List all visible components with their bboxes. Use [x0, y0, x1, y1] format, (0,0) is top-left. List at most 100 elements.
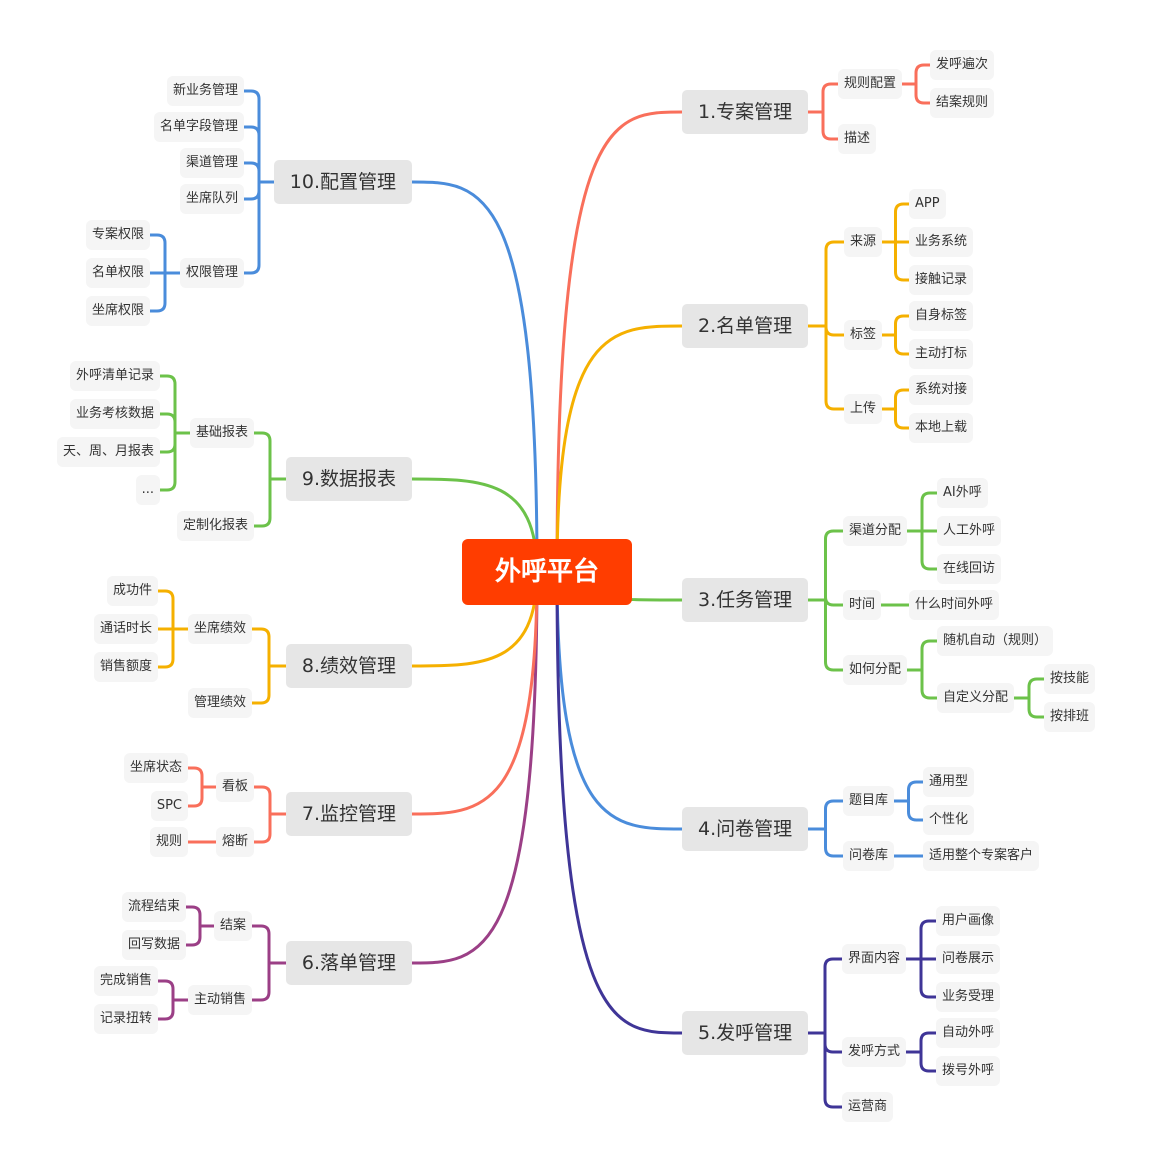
subtopic[interactable]: 基础报表 [189, 418, 254, 448]
connector-line [904, 1031, 938, 1054]
branch-topic[interactable]: 4.问卷管理 [682, 807, 809, 851]
subtopic[interactable]: 渠道分配 [843, 516, 908, 546]
connector-line [892, 780, 925, 803]
subtopic[interactable]: 完成销售 [93, 966, 158, 996]
subtopic[interactable]: 流程结束 [121, 892, 186, 922]
connector-line [892, 799, 925, 822]
subtopic[interactable]: 如何分配 [843, 655, 908, 685]
subtopic[interactable]: 发呼遍次 [930, 50, 995, 80]
subtopic[interactable]: 规则 [149, 827, 188, 857]
subtopic[interactable]: 用户画像 [936, 906, 1001, 936]
connector-line [158, 431, 192, 492]
subtopic[interactable]: 问卷库 [843, 841, 895, 871]
subtopic[interactable]: 时间 [843, 590, 882, 620]
subtopic[interactable]: ... [135, 475, 160, 505]
subtopic[interactable]: 结案 [213, 911, 252, 941]
branch-curve [555, 324, 684, 574]
subtopic[interactable]: 运营商 [842, 1092, 894, 1122]
branch-topic[interactable]: 6.落单管理 [285, 941, 412, 985]
subtopic[interactable]: 标签 [844, 320, 883, 350]
subtopic[interactable]: 在线回访 [937, 554, 1002, 584]
subtopic[interactable]: 业务系统 [909, 227, 974, 257]
connector-line [252, 477, 288, 528]
connector-line [1012, 677, 1046, 700]
subtopic[interactable]: 坐席绩效 [187, 614, 252, 644]
connector-line [880, 240, 911, 282]
subtopic[interactable]: 个性化 [923, 805, 975, 835]
connector-line [186, 785, 218, 808]
subtopic[interactable]: 自身标签 [909, 301, 974, 331]
branch-topic[interactable]: 3.任务管理 [682, 578, 809, 622]
subtopic[interactable]: SPC [150, 791, 188, 821]
connector-line [242, 125, 276, 184]
branch-topic[interactable]: 2.名单管理 [682, 304, 809, 348]
subtopic[interactable]: 发呼方式 [842, 1037, 907, 1067]
subtopic[interactable]: 成功件 [106, 576, 158, 606]
subtopic[interactable]: 主动打标 [909, 339, 974, 369]
subtopic[interactable]: 自定义分配 [937, 683, 1015, 713]
connector-line [148, 233, 182, 275]
subtopic[interactable]: 主动销售 [187, 985, 252, 1015]
branch-topic[interactable]: 10.配置管理 [273, 160, 412, 204]
branch-topic[interactable]: 8.绩效管理 [285, 644, 412, 688]
subtopic[interactable]: 销售额度 [93, 652, 158, 682]
subtopic[interactable]: 回写数据 [121, 930, 186, 960]
branch-topic[interactable]: 1.专案管理 [682, 90, 809, 134]
connector-line [880, 407, 911, 430]
subtopic[interactable]: 规则配置 [838, 69, 903, 99]
connector-line [880, 202, 911, 244]
subtopic[interactable]: 专案权限 [85, 220, 150, 250]
subtopic[interactable]: 新业务管理 [166, 76, 244, 106]
subtopic[interactable]: 人工外呼 [937, 516, 1002, 546]
subtopic[interactable]: 通话时长 [93, 614, 158, 644]
connector-line [156, 589, 190, 631]
subtopic[interactable]: 业务考核数据 [69, 399, 160, 429]
subtopic[interactable]: 按技能 [1044, 664, 1096, 694]
subtopic[interactable]: 名单字段管理 [153, 112, 244, 142]
subtopic[interactable]: 管理绩效 [187, 688, 252, 718]
subtopic[interactable]: 记录扭转 [93, 1004, 158, 1034]
subtopic[interactable]: 业务受理 [936, 982, 1001, 1012]
subtopic[interactable]: 系统对接 [909, 375, 974, 405]
subtopic[interactable]: 名单权限 [85, 258, 150, 288]
subtopic[interactable]: 通用型 [923, 767, 975, 797]
connector-line [806, 110, 840, 141]
connector-line [242, 180, 276, 275]
subtopic[interactable]: APP [909, 189, 946, 219]
connector-line [880, 333, 911, 356]
subtopic[interactable]: 权限管理 [179, 258, 244, 288]
subtopic[interactable]: 来源 [844, 227, 883, 257]
subtopic[interactable]: 天、周、月报表 [56, 437, 160, 467]
connector-line [156, 627, 190, 669]
subtopic[interactable]: 外呼清单记录 [69, 361, 160, 391]
subtopic[interactable]: 界面内容 [842, 944, 907, 974]
subtopic[interactable]: 坐席权限 [85, 296, 150, 326]
subtopic[interactable]: 坐席状态 [123, 753, 188, 783]
subtopic[interactable]: 定制化报表 [176, 511, 254, 541]
subtopic[interactable]: 问卷展示 [936, 944, 1001, 974]
subtopic[interactable]: 自动外呼 [936, 1018, 1001, 1048]
subtopic[interactable]: 什么时间外呼 [909, 590, 1000, 620]
subtopic[interactable]: 看板 [215, 772, 254, 802]
branch-topic[interactable]: 5.发呼管理 [682, 1011, 809, 1055]
subtopic[interactable]: 接触记录 [909, 265, 974, 295]
subtopic[interactable]: 坐席队列 [179, 184, 244, 214]
subtopic[interactable]: 渠道管理 [179, 148, 244, 178]
subtopic[interactable]: 题目库 [843, 786, 895, 816]
branch-topic[interactable]: 7.监控管理 [285, 792, 412, 836]
subtopic[interactable]: 本地上载 [909, 413, 974, 443]
subtopic[interactable]: 适用整个专案客户 [923, 841, 1040, 871]
subtopic[interactable]: 拨号外呼 [936, 1056, 1001, 1086]
subtopic[interactable]: 上传 [844, 394, 883, 424]
subtopic[interactable]: 熔断 [215, 827, 254, 857]
connector-line [905, 668, 939, 700]
subtopic[interactable]: 按排班 [1044, 702, 1096, 732]
branch-curve [555, 570, 684, 1035]
branch-topic[interactable]: 9.数据报表 [285, 457, 412, 501]
subtopic[interactable]: 结案规则 [930, 88, 995, 118]
subtopic[interactable]: 描述 [838, 124, 877, 154]
central-topic[interactable]: 外呼平台 [462, 539, 632, 605]
connector-line [880, 314, 911, 337]
subtopic[interactable]: AI外呼 [937, 478, 988, 508]
subtopic[interactable]: 随机自动（规则） [937, 626, 1054, 656]
